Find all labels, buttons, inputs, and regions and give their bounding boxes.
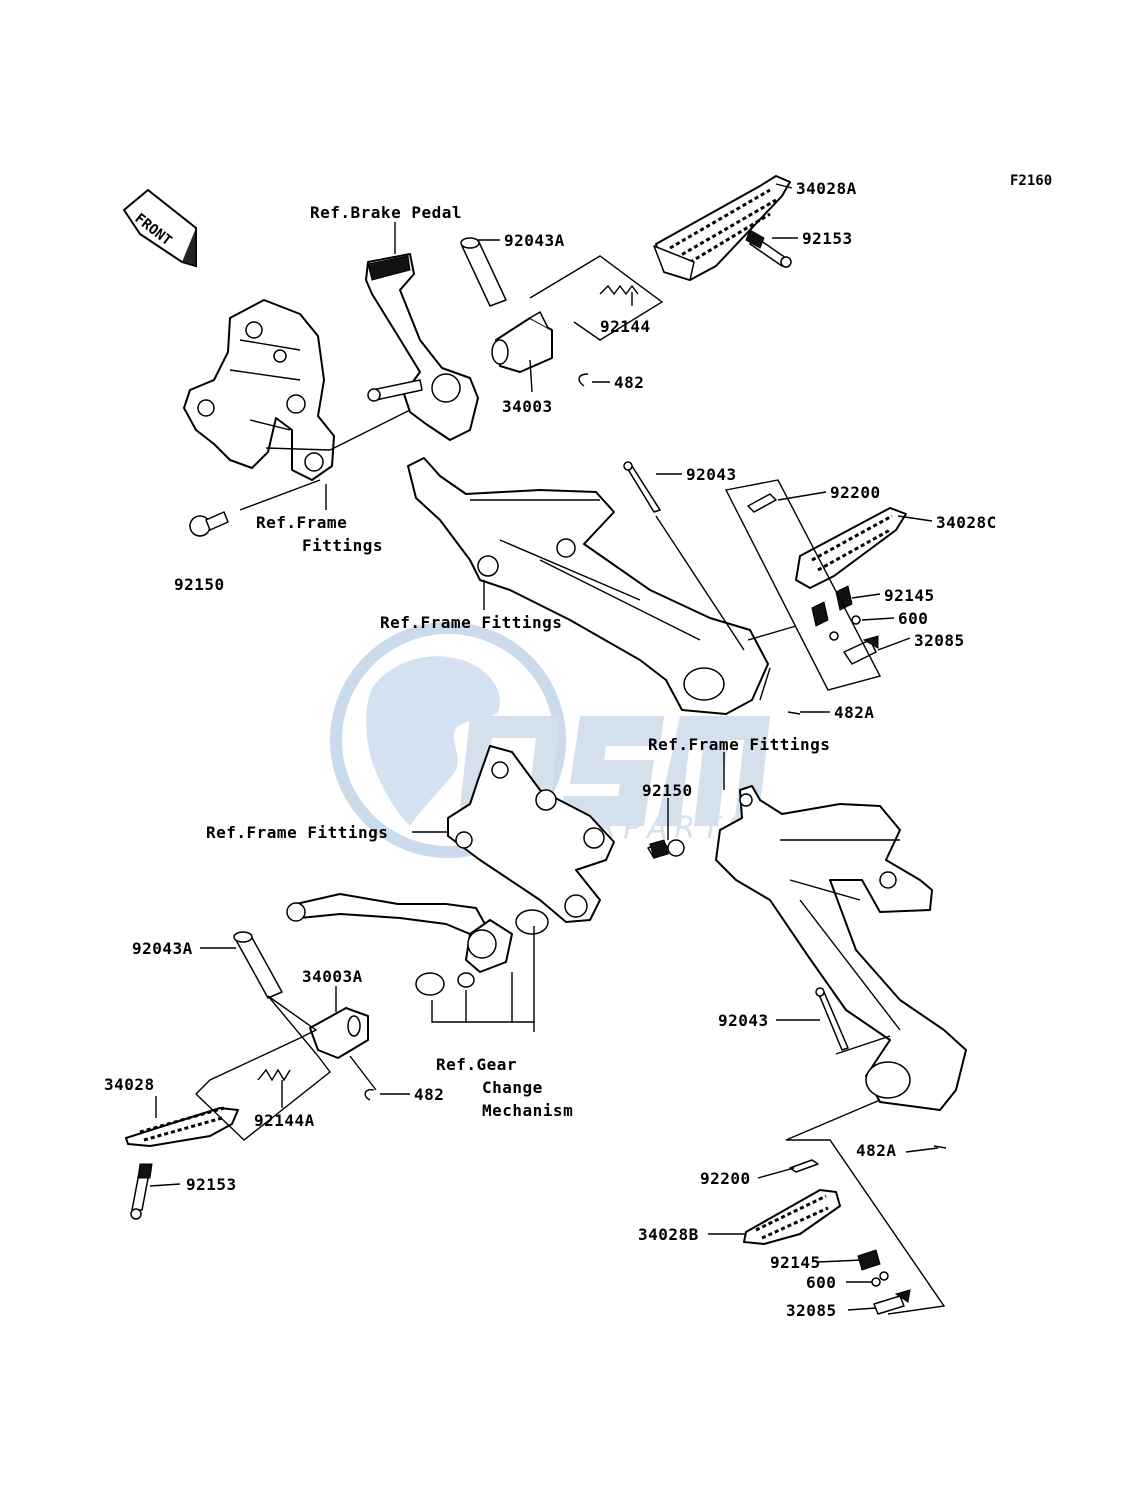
circlip-482-bottom <box>364 1088 375 1101</box>
stud-small <box>457 972 475 988</box>
footpeg-bracket-upper <box>407 457 769 715</box>
label-92153-bottom: 92153 <box>186 1175 237 1194</box>
circlip-482A-bottom <box>933 1145 947 1149</box>
label-482-top: 482 <box>614 373 644 392</box>
spring-92144A <box>257 1068 291 1082</box>
label-92145-top: 92145 <box>884 586 935 605</box>
label-34028B: 34028B <box>638 1225 699 1244</box>
label-ref-frame-fittings-c: Ref.Frame Fittings <box>648 735 830 754</box>
label-482-bottom: 482 <box>414 1085 444 1104</box>
label-482A-bottom: 482A <box>856 1141 897 1160</box>
holder-34003A <box>309 1007 369 1059</box>
frame-fitting-plate-lower <box>447 745 615 923</box>
label-92043A-top: 92043A <box>504 231 565 250</box>
label-600-bottom: 600 <box>806 1273 836 1292</box>
leader-lines <box>149 183 946 1315</box>
label-32085-top: 32085 <box>914 631 965 650</box>
label-92043-bottom: 92043 <box>718 1011 769 1030</box>
pin-92043A-top <box>460 237 507 307</box>
front-direction-badge: FRONT <box>122 188 197 268</box>
label-92144A: 92144A <box>254 1111 315 1130</box>
diagram-code: F2160 <box>1010 173 1052 189</box>
plate-32085-bottom <box>873 1289 911 1315</box>
footpeg-34028 <box>125 1106 239 1147</box>
pin-92153-top <box>745 229 792 268</box>
label-ref-frame-fittings-b: Ref.Frame Fittings <box>380 613 562 632</box>
label-ref-gear-1: Ref.Gear <box>436 1055 517 1074</box>
footpeg-34028B <box>743 1189 841 1245</box>
label-92043-right: 92043 <box>686 465 737 484</box>
label-600-top: 600 <box>898 609 928 628</box>
label-ref-gear-3: Mechanism <box>482 1101 573 1120</box>
label-ref-frame-fittings-d: Ref.Frame Fittings <box>206 823 388 842</box>
label-34003: 34003 <box>502 397 553 416</box>
label-92150-left: 92150 <box>174 575 225 594</box>
bushing-ring-2 <box>415 972 445 996</box>
label-ref-gear-2: Change <box>482 1078 543 1097</box>
bolt-92150-left <box>189 511 229 537</box>
brake-pedal-top <box>365 253 479 441</box>
label-92144: 92144 <box>600 317 651 336</box>
label-34028A: 34028A <box>796 179 857 198</box>
label-92200-top: 92200 <box>830 483 881 502</box>
frame-bracket-top-left <box>183 299 335 481</box>
label-92145-bottom: 92145 <box>770 1253 821 1272</box>
bushing-ring-1 <box>515 909 549 935</box>
label-32085-bottom: 32085 <box>786 1301 837 1320</box>
label-482A-top: 482A <box>834 703 875 722</box>
label-34003A: 34003A <box>302 967 363 986</box>
label-34028: 34028 <box>104 1075 155 1094</box>
label-92043A-bottom: 92043A <box>132 939 193 958</box>
label-92200-bottom: 92200 <box>700 1169 751 1188</box>
label-ref-frame-fittings-a2: Fittings <box>302 536 383 555</box>
spring-92145-top <box>811 585 853 627</box>
shift-lever <box>286 893 513 973</box>
footpeg-34028A <box>653 175 791 281</box>
label-92153-top: 92153 <box>802 229 853 248</box>
washer-92200-bottom <box>789 1159 819 1173</box>
ball-600-bottom <box>871 1271 889 1287</box>
pin-92043-bottom <box>815 987 849 1051</box>
pin-92153-bottom <box>130 1163 153 1220</box>
label-ref-brake-pedal: Ref.Brake Pedal <box>310 203 462 222</box>
spring-92144 <box>599 284 639 296</box>
label-ref-frame-fittings-a1: Ref.Frame <box>256 513 347 532</box>
bolt-92150-mid <box>647 839 685 859</box>
pin-92043-right <box>623 461 661 513</box>
pin-92043A-bottom <box>233 931 283 999</box>
circlip-482-top <box>578 373 589 387</box>
ball-600-top <box>829 615 861 641</box>
watermark-continents <box>366 656 500 826</box>
footpeg-bracket-lower <box>715 785 967 1111</box>
holder-34003 <box>491 311 553 373</box>
label-92150-mid: 92150 <box>642 781 693 800</box>
part-labels: 34028A 92153 92043A Ref.Brake Pedal 9214… <box>104 179 997 1320</box>
circlip-482A-top <box>787 711 801 715</box>
plate-32085-top <box>843 635 879 665</box>
watermark-globe <box>330 622 566 858</box>
label-34028C: 34028C <box>936 513 997 532</box>
spring-92145-bottom <box>857 1249 881 1271</box>
